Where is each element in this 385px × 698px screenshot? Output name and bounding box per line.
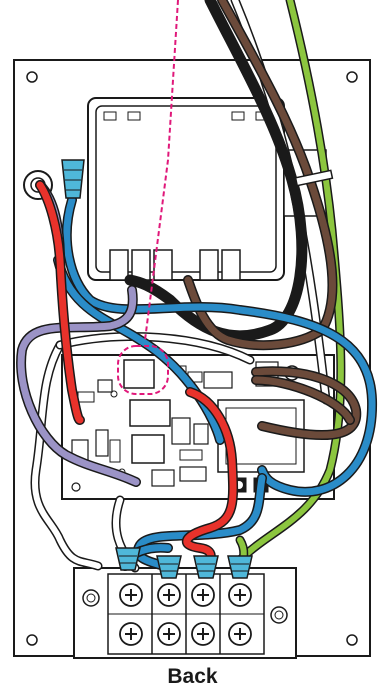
- cable-tie: [294, 169, 334, 187]
- wire-nut-icon: [156, 555, 182, 579]
- blue-wire: [53, 195, 378, 571]
- wire-nut-icon: [115, 547, 141, 571]
- red-wire: [35, 180, 239, 571]
- wire-nuts: [61, 159, 334, 579]
- wire-nut-icon: [193, 555, 219, 579]
- wires: [16, 0, 378, 573]
- wiring-diagram: [13, 0, 378, 659]
- brown-wire: [183, 0, 362, 441]
- mounting-hole-icon: [26, 71, 38, 83]
- screw-terminal-icon: [191, 583, 215, 646]
- mounting-hole-icon: [346, 634, 358, 646]
- highlight-callout: [117, 0, 179, 395]
- wire-nut-icon: [227, 555, 253, 579]
- black-wire: [124, 0, 308, 342]
- mounting-hole-icon: [26, 634, 38, 646]
- mounting-hole-icon: [346, 71, 358, 83]
- screw-terminal-icon: [157, 583, 181, 646]
- wire-nut-icon: [61, 159, 85, 199]
- terminal-block: [73, 567, 297, 659]
- caption: Back: [167, 665, 218, 688]
- screw-terminal-icon: [119, 583, 143, 646]
- screw-terminal-icon: [228, 583, 252, 646]
